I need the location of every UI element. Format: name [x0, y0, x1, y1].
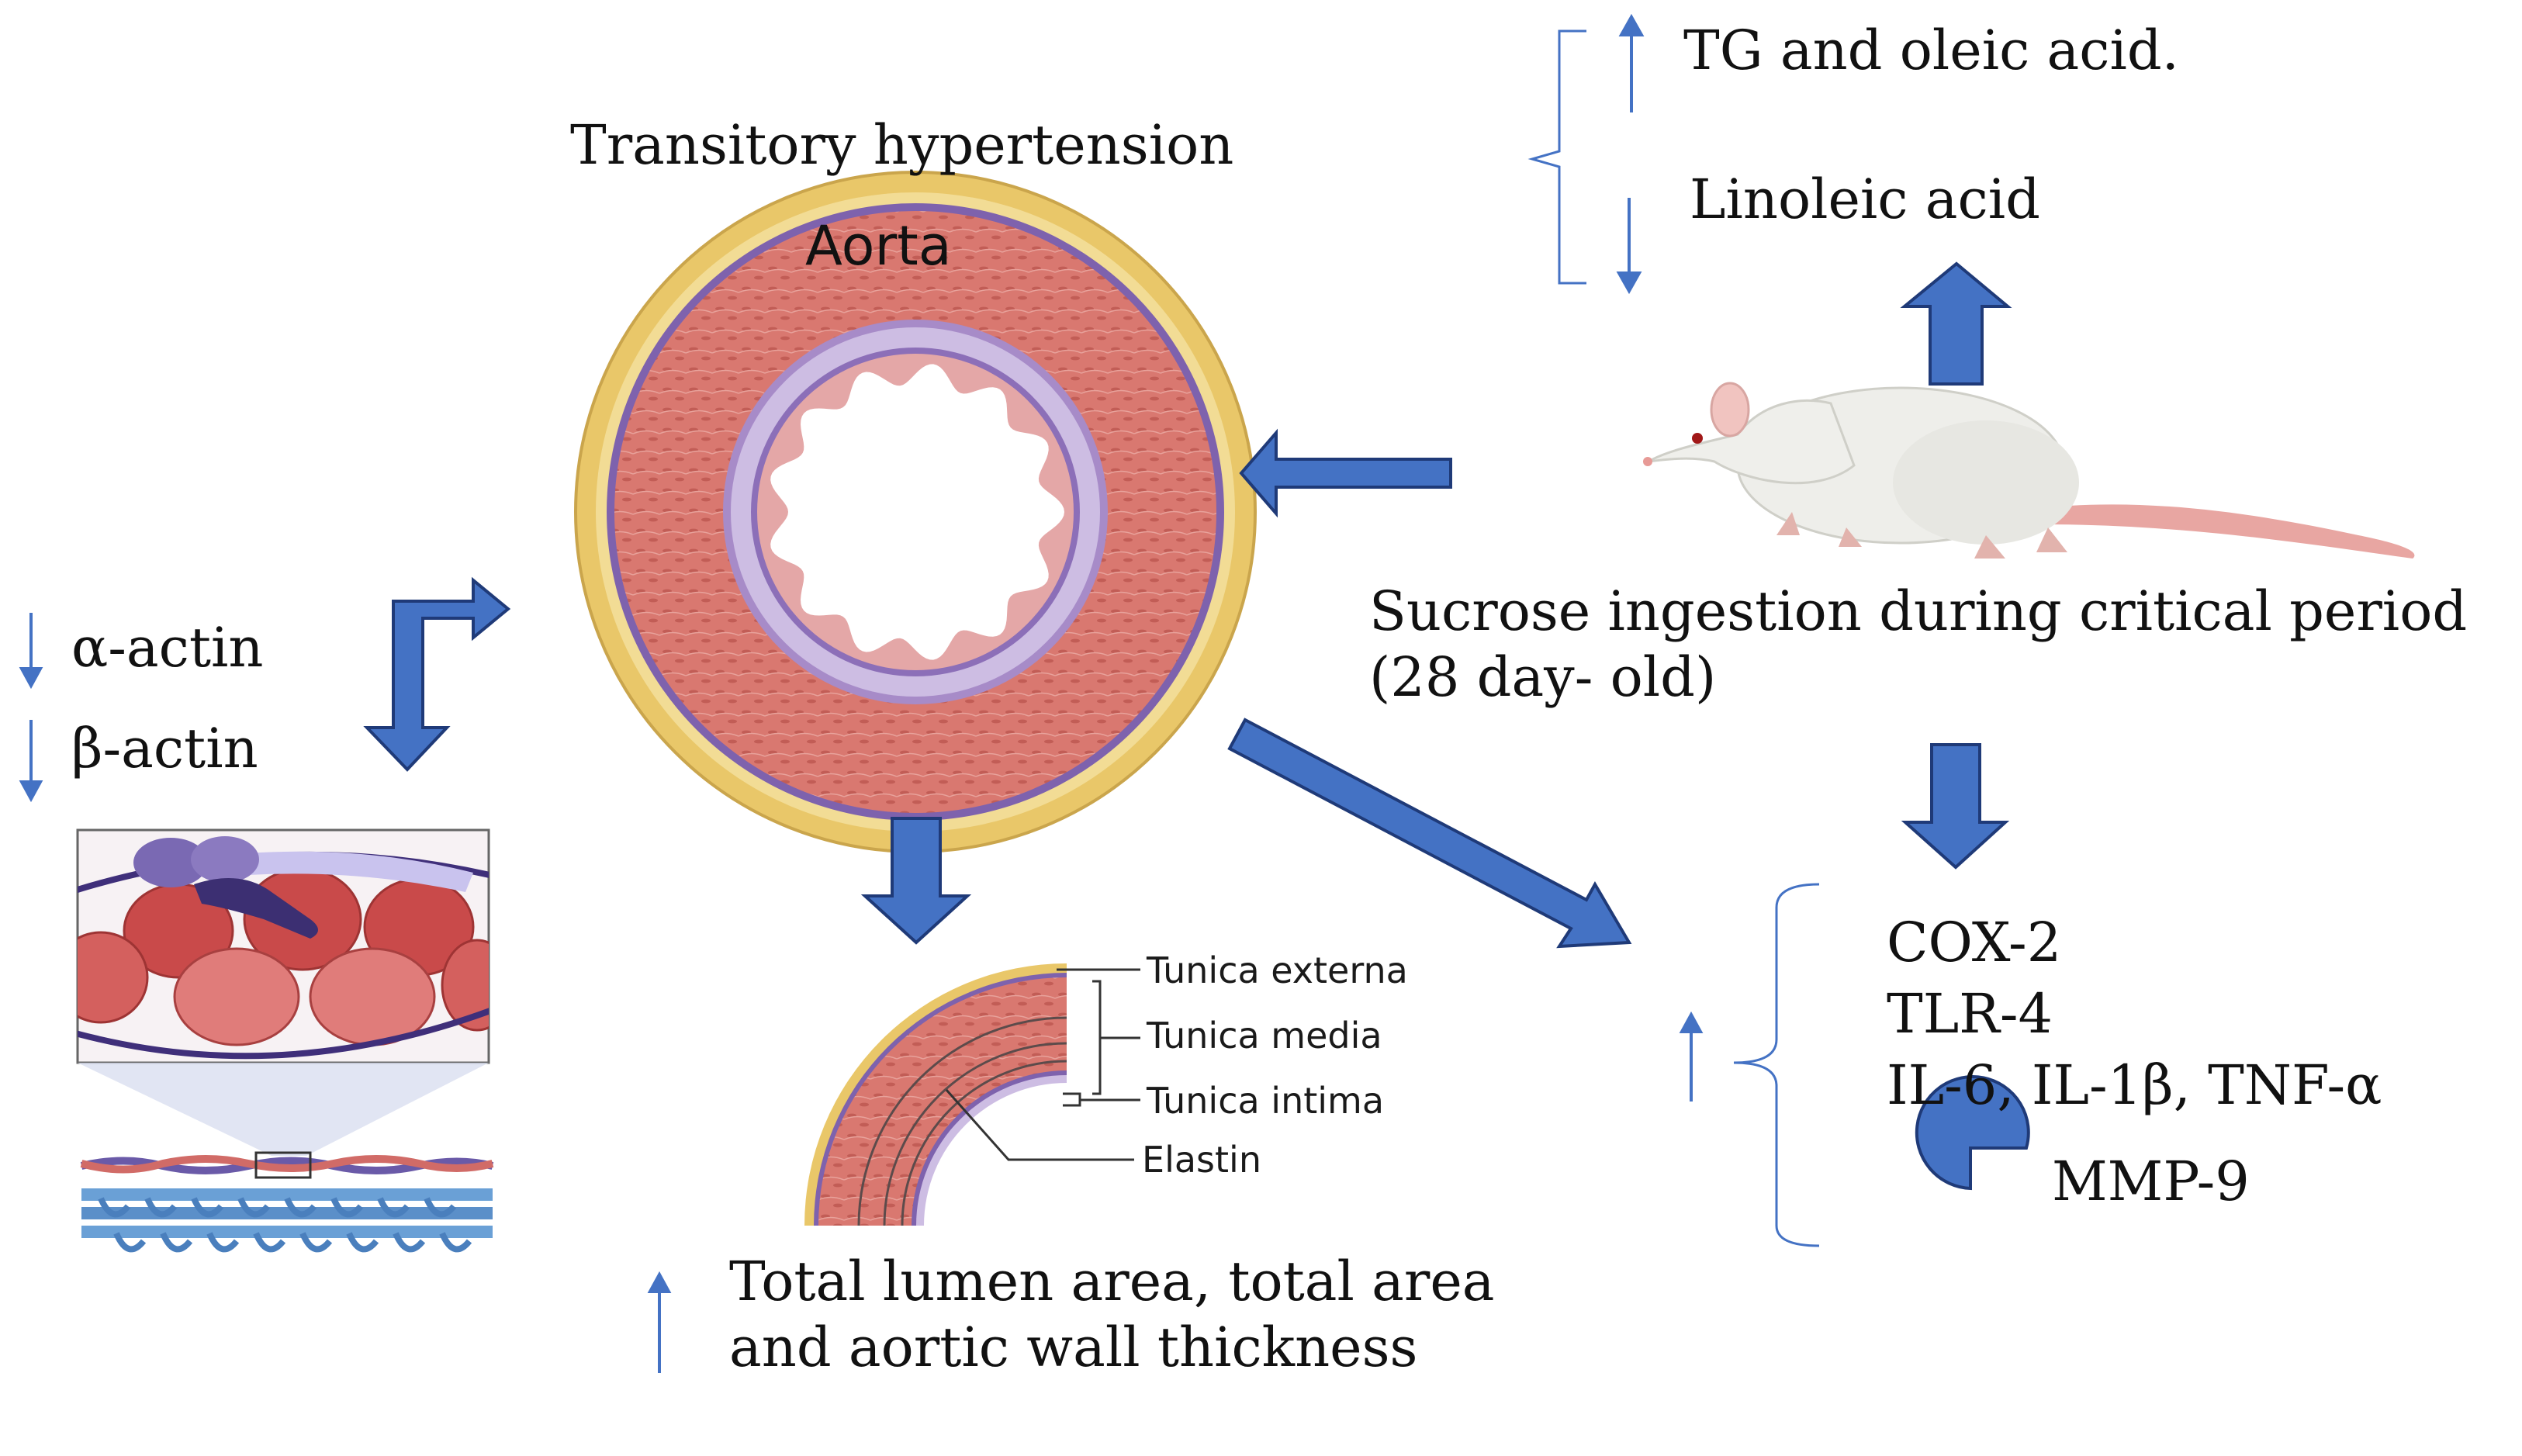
down-arrow-icon: [19, 613, 43, 690]
down-arrow-icon: [1616, 198, 1642, 295]
block-arrow-to-aorta: [1239, 428, 1452, 518]
beta-actin-label: β-actin: [71, 717, 258, 780]
tlr4-label: TLR-4: [1887, 982, 2053, 1046]
down-arrow-icon: [19, 720, 43, 803]
block-arrow-down-to-section: [860, 817, 972, 945]
aorta-title: Aorta: [805, 214, 952, 278]
muscle-cell-illustration: [76, 828, 494, 1253]
lumen-area-label: Total lumen area, total area and aortic …: [729, 1250, 1495, 1380]
mmp9-label: MMP-9: [2052, 1150, 2250, 1213]
block-arrow-bent-double: [363, 576, 511, 772]
brace-bottom-right: [1733, 883, 1820, 1247]
alpha-actin-label: α-actin: [71, 616, 264, 680]
cox2-label: COX-2: [1887, 911, 2062, 974]
block-arrow-down-from-rat: [1901, 743, 2010, 870]
up-arrow-icon: [1679, 1011, 1704, 1102]
tunica-externa-label: Tunica externa: [1147, 949, 1408, 991]
sucrose-ingestion-label: Sucrose ingestion during critical period…: [1369, 579, 2468, 710]
tunica-intima-label: Tunica intima: [1147, 1080, 1385, 1122]
aorta-cross-section-illustration: [574, 171, 1257, 853]
up-arrow-icon: [1618, 13, 1645, 112]
myofilament: [80, 1151, 494, 1253]
rat-illustration: [1643, 382, 2415, 559]
brace-top-right: [1527, 29, 1586, 285]
transitory-hypertension-label: Transitory hypertension: [570, 113, 1234, 177]
tunica-leader-lines: [945, 968, 1140, 1161]
pie-chart-icon: [1915, 1075, 2030, 1191]
vessel-wall-section-illustration: [804, 963, 1067, 1226]
tunica-media-label: Tunica media: [1147, 1015, 1382, 1057]
linoleic-acid-label: Linoleic acid: [1690, 168, 2040, 231]
up-arrow-icon: [647, 1271, 672, 1373]
elastin-label: Elastin: [1142, 1139, 1261, 1181]
interleukin-tnf-label: IL-6, IL-1β, TNF-α: [1887, 1053, 2382, 1117]
block-arrow-up-from-rat: [1900, 261, 2012, 386]
tg-oleic-label: TG and oleic acid.: [1683, 19, 2179, 82]
block-arrow-diagonal: [1227, 718, 1632, 949]
